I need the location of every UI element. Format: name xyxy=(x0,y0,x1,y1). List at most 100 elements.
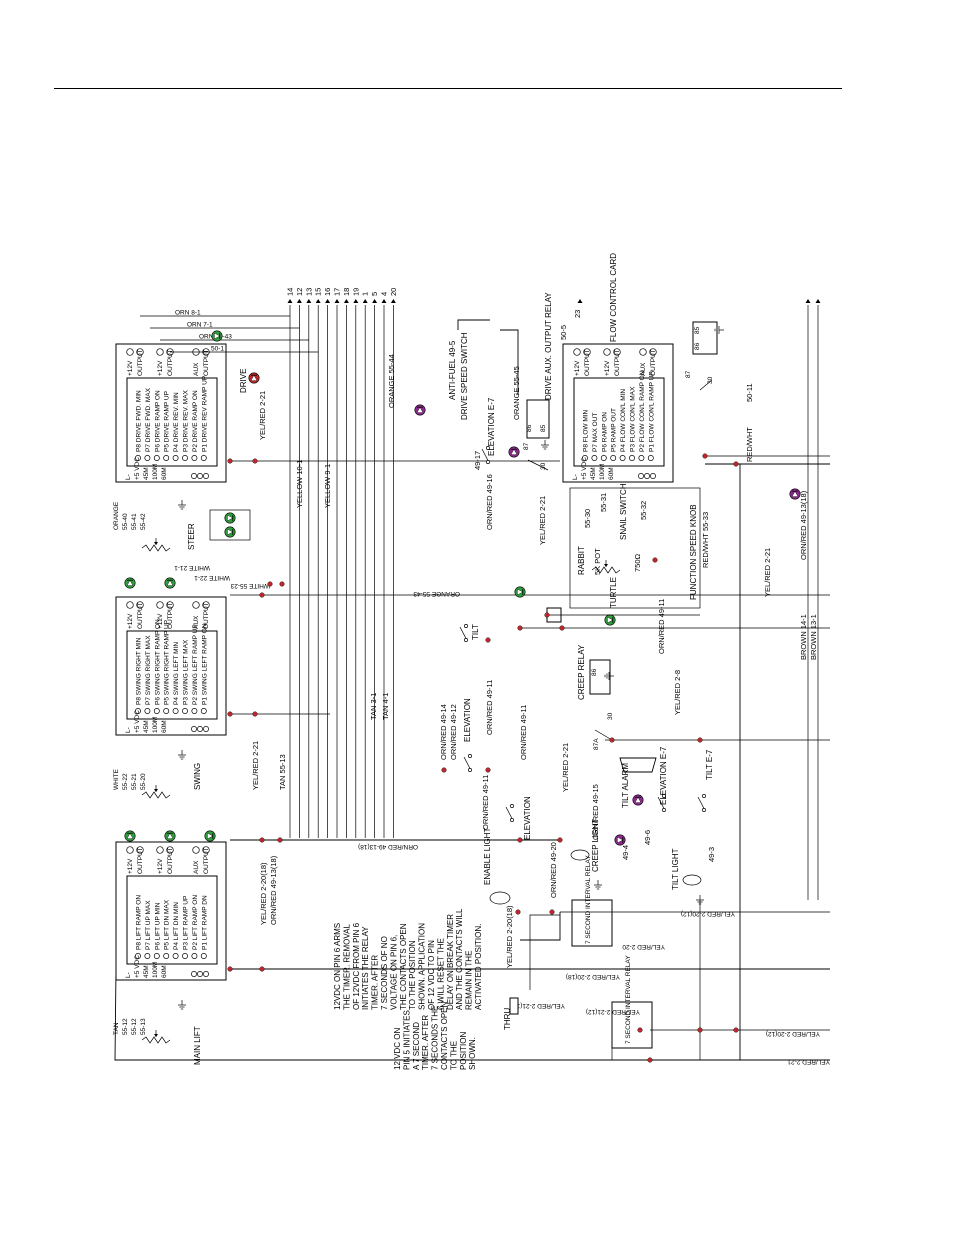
top-wire-label: 50-1 xyxy=(211,346,224,353)
wire-label: 55-31 xyxy=(599,493,608,512)
card-setting-label: P5 SWING RIGHT RAMP UP xyxy=(164,620,171,705)
harness-arrow-icon xyxy=(815,299,821,303)
timer-note-line: INITIATES THE RELAY xyxy=(361,926,370,1010)
card-terminal xyxy=(639,348,647,356)
pot-arrow xyxy=(154,1034,158,1037)
card-terminal xyxy=(197,726,203,732)
card-setting-label: P3 LIFT RAMP UP xyxy=(183,896,190,950)
wire-label: WHITE 21-1 xyxy=(174,564,210,571)
trim-pot-icon xyxy=(153,953,160,959)
trim-pot-icon xyxy=(163,455,170,461)
harness-number: 16 xyxy=(323,288,332,296)
card-setting-label: P8 SWING RIGHT MIN xyxy=(136,637,143,705)
junction-node xyxy=(557,837,563,843)
wire-label: ORN/RED 49-11 xyxy=(485,680,494,735)
elevation-label: ELEVATION xyxy=(463,698,472,742)
relay-pin-label: 86 xyxy=(591,668,598,676)
card-settings-panel xyxy=(573,377,665,467)
card-terminal xyxy=(136,348,144,356)
card-terminal xyxy=(166,601,174,609)
timer-note-line: CONTACTS OPEN xyxy=(440,1001,449,1070)
junction-node xyxy=(559,625,565,631)
card-header-label: +12V xyxy=(127,360,134,376)
top-wire-label: ORN 8-1 xyxy=(175,310,201,317)
harness-number: 14 xyxy=(286,288,295,296)
wire-label: ORN/RED 49-15 xyxy=(591,784,600,840)
card-settings-panel xyxy=(126,875,218,965)
tilt-alarm-label: TILT ALARM xyxy=(621,763,630,808)
relay-wire xyxy=(529,914,560,990)
wire-label: 49-17 xyxy=(473,451,482,470)
card-pin-label: L- xyxy=(125,972,132,978)
led-diode xyxy=(634,796,642,803)
card-pin-label: 100M xyxy=(152,962,159,978)
harness-arrow-icon xyxy=(805,299,811,303)
enable-light-icon xyxy=(489,891,511,905)
card-setting-label: P5 DRIVE RAMP UP xyxy=(164,391,171,452)
junction-node xyxy=(277,837,283,843)
elevation-label: ELEVATION E-7 xyxy=(659,746,668,805)
tilt-label: TILT E-7 xyxy=(705,749,714,780)
card-pin-label: 45M xyxy=(143,467,150,480)
contact-blade xyxy=(697,796,705,809)
trim-pot-icon xyxy=(135,953,141,959)
card-terminal xyxy=(650,473,656,479)
card-settings-panel xyxy=(126,377,218,467)
harness-arrow-icon xyxy=(315,299,321,303)
trim-pot-icon xyxy=(582,455,588,461)
trim-pot-icon xyxy=(600,455,607,461)
wire-label: 49-6 xyxy=(643,830,652,845)
pot-wire-label: 55-21 xyxy=(131,773,138,790)
led-icon xyxy=(248,372,260,384)
card-pin-label: +5 VDC xyxy=(134,457,141,480)
pot-wire-label: 55-13 xyxy=(140,1018,147,1035)
contact-pin xyxy=(468,754,472,758)
trim-pot-icon xyxy=(619,455,626,461)
card-terminal xyxy=(203,726,209,732)
card-setting-label: P3 SWING LEFT MAX xyxy=(183,639,190,705)
junction-node xyxy=(697,737,703,743)
wire-label: ORN/RED 49-13(18) xyxy=(799,490,808,560)
harness-arrow-icon xyxy=(353,299,359,303)
switch-contact-icon xyxy=(481,446,490,464)
contact-pin xyxy=(468,768,472,772)
flow-card-label: FLOW CONTROL CARD xyxy=(609,253,618,342)
wire-label: WHITE 22-1 xyxy=(194,574,230,581)
relay-box xyxy=(526,399,550,439)
card-header-label: OUTPUT xyxy=(650,349,657,376)
card-setting-label: P7 DRIVE FWD. MAX xyxy=(145,387,152,452)
card-header-label: OUTPUT xyxy=(167,349,174,376)
card-terminal xyxy=(603,348,611,356)
led-icon xyxy=(211,330,223,342)
relay-wire xyxy=(520,912,561,941)
junction-node xyxy=(733,1027,739,1033)
contact-blade xyxy=(657,796,665,809)
junction-node xyxy=(485,767,491,773)
harness-number: 18 xyxy=(342,288,351,296)
wire-label: YEL/RED 2-20(18) xyxy=(566,973,620,980)
junction-node xyxy=(517,625,523,631)
junction-node xyxy=(279,581,285,587)
tilt-light-icon xyxy=(682,874,702,886)
creep-relay-label: CREEP RELAY xyxy=(577,644,586,700)
switch-contact-icon xyxy=(505,804,514,822)
relay-contact xyxy=(594,729,613,741)
timer-note-line: 7 SECONDS OF NO xyxy=(380,936,389,1010)
led-icon xyxy=(224,526,236,538)
pot-wire-label: ORANGE xyxy=(113,501,120,530)
junction-node xyxy=(227,458,233,464)
timer-note-line: A 7 SECOND xyxy=(412,1022,421,1070)
wire-label: TAN 3-1 xyxy=(369,693,378,720)
card-setting-label: P5 LIFT DN MAX xyxy=(164,899,171,950)
card-terminal xyxy=(191,473,197,479)
card-setting-label: P1 FLOW CON'L RAMP UP xyxy=(648,371,655,452)
led-diode xyxy=(416,406,424,413)
card-header-label: +12V xyxy=(127,858,134,874)
ground-icon xyxy=(178,750,186,760)
trim-pot-icon xyxy=(629,455,635,461)
trim-pot-icon xyxy=(191,953,198,959)
ground-icon xyxy=(178,500,186,510)
card-pin-label: 100M xyxy=(152,717,159,733)
pot-wire-label: 55-40 xyxy=(122,513,129,530)
